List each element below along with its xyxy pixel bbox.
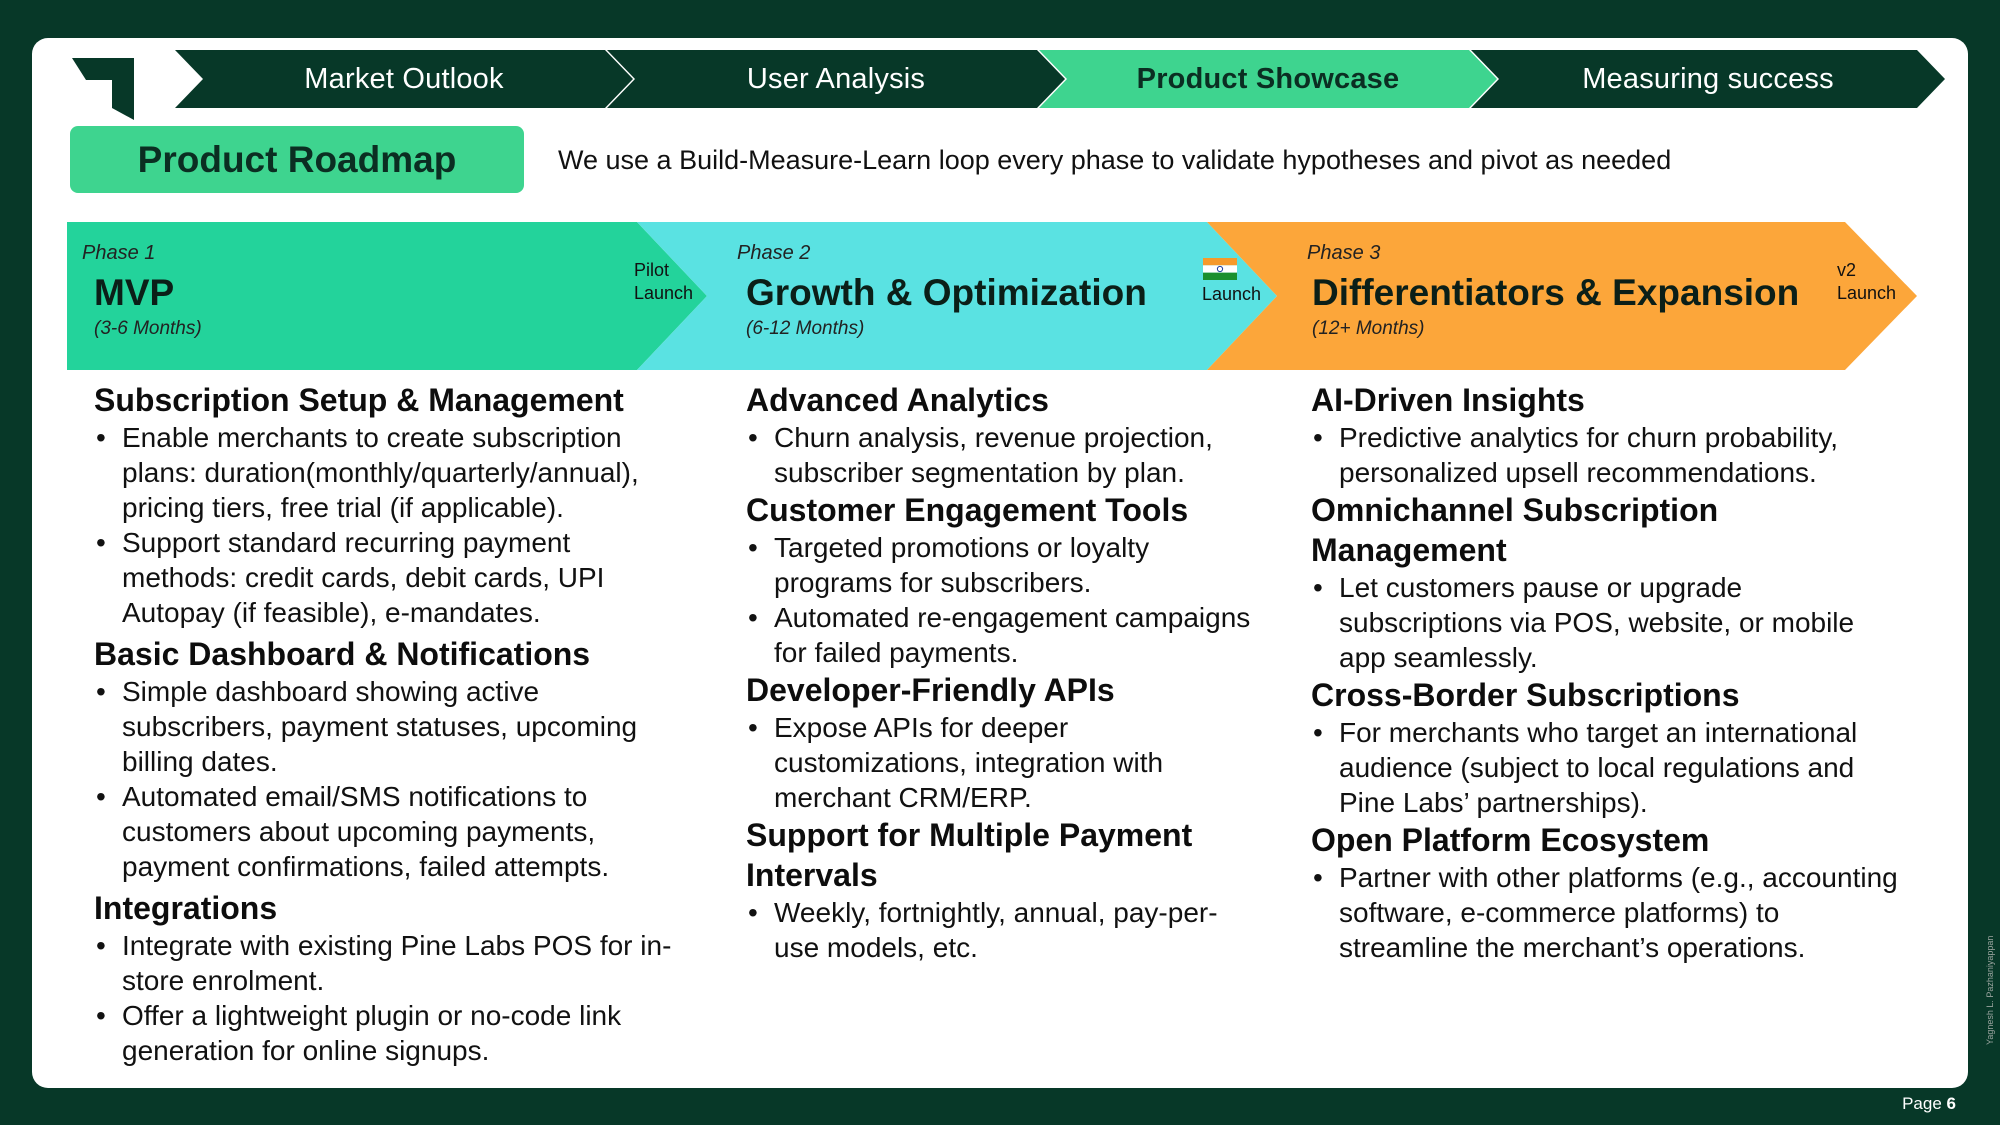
feature-heading: Developer-Friendly APIs (746, 672, 1115, 708)
india-flag-icon (1203, 258, 1237, 280)
feature-heading: Cross-Border Subscriptions (1311, 677, 1740, 713)
feature-bullet: Expose APIs for deeper customizations, i… (746, 710, 1258, 815)
phase-3-title: Differentiators & Expansion (1312, 272, 1800, 313)
feature-bullet: Offer a lightweight plugin or no-code li… (94, 998, 674, 1068)
nav-chevron-3 (1039, 50, 1497, 108)
milestone-line: Launch (1202, 284, 1262, 304)
author-credit: Yagnesh L. Pazhaniyappan (1985, 935, 1995, 1045)
nav-chevron-1 (175, 50, 633, 108)
feature-heading: Support for Multiple Payment Intervals (746, 817, 1193, 893)
phase-2-duration: (6-12 Months) (746, 318, 865, 339)
nav-chevrons (175, 50, 1945, 108)
phase-1-arrow (67, 222, 707, 370)
feature-bullet: For merchants who target an internationa… (1311, 715, 1901, 820)
milestone-line: v2 (1837, 260, 1857, 280)
tab-market-outlook[interactable]: Market Outlook (304, 62, 504, 95)
phase-2-label: Phase 2 (737, 242, 811, 264)
phase-1-duration: (3-6 Months) (94, 318, 202, 339)
phase-1-milestone: Pilot Launch (634, 259, 693, 305)
feature-bullet: Simple dashboard showing active subscrib… (94, 674, 674, 779)
tab-product-showcase[interactable]: Product Showcase (1136, 62, 1400, 95)
page-tagline: We use a Build-Measure-Learn loop every … (558, 145, 1672, 175)
feature-heading: Customer Engagement Tools (746, 492, 1189, 528)
tab-user-analysis[interactable]: User Analysis (746, 62, 926, 95)
feature-bullet: Weekly, fortnightly, annual, pay-per-use… (746, 895, 1258, 965)
phase-2-features: Advanced Analytics Churn analysis, reven… (746, 380, 1258, 965)
feature-bullet: Targeted promotions or loyalty programs … (746, 530, 1258, 600)
feature-bullet: Let customers pause or upgrade subscript… (1311, 570, 1901, 675)
phase-1-title: MVP (94, 272, 175, 313)
phase-banner: Phase 1 MVP (3-6 Months) Pilot Launch Ph… (67, 222, 1917, 370)
phase-3-milestone: v2 Launch (1837, 259, 1896, 305)
feature-bullet: Partner with other platforms (e.g., acco… (1311, 860, 1901, 965)
feature-bullet: Churn analysis, revenue projection, subs… (746, 420, 1258, 490)
page-label: Page (1902, 1094, 1942, 1113)
phase-3-duration: (12+ Months) (1312, 318, 1425, 339)
phase-3-arrow (1207, 222, 1917, 370)
feature-heading: Integrations (94, 890, 278, 926)
phase-2-arrow (637, 222, 1277, 370)
feature-bullet: Support standard recurring payment metho… (94, 525, 674, 630)
page-number: Page 6 (1902, 1094, 1956, 1114)
feature-bullet: Integrate with existing Pine Labs POS fo… (94, 928, 674, 998)
feature-bullet: Predictive analytics for churn probabili… (1311, 420, 1901, 490)
phase-3-label: Phase 3 (1307, 242, 1381, 264)
feature-heading: AI-Driven Insights (1311, 382, 1585, 418)
feature-bullet: Enable merchants to create subscription … (94, 420, 674, 525)
feature-bullet: Automated re-engagement campaigns for fa… (746, 600, 1258, 670)
section-nav: Market Outlook User Analysis Product Sho… (175, 50, 1945, 108)
feature-bullet: Automated email/SMS notifications to cus… (94, 779, 674, 884)
feature-heading: Open Platform Ecosystem (1311, 822, 1710, 858)
feature-heading: Subscription Setup & Management (94, 382, 624, 418)
phase-1-features: Subscription Setup & Management Enable m… (94, 380, 674, 1068)
phase-arrows (67, 222, 1917, 370)
logo-icon (72, 58, 134, 120)
tab-measuring-success[interactable]: Measuring success (1582, 62, 1834, 95)
milestone-line: Pilot (634, 260, 670, 280)
milestone-line: Launch (1837, 283, 1897, 303)
milestone-line: Launch (634, 283, 694, 303)
nav-chevron-2 (607, 50, 1065, 108)
page-title: Product Roadmap (70, 126, 524, 193)
phase-2-milestone: Launch (1202, 283, 1261, 306)
nav-chevron-4 (1471, 50, 1945, 108)
page-number-value: 6 (1946, 1094, 1956, 1113)
phase-2-title: Growth & Optimization (746, 272, 1147, 313)
feature-heading: Omnichannel Subscription Management (1311, 492, 1719, 568)
feature-heading: Basic Dashboard & Notifications (94, 636, 591, 672)
phase-3-features: AI-Driven Insights Predictive analytics … (1311, 380, 1901, 965)
feature-heading: Advanced Analytics (746, 382, 1049, 418)
phase-1-label: Phase 1 (82, 242, 156, 264)
